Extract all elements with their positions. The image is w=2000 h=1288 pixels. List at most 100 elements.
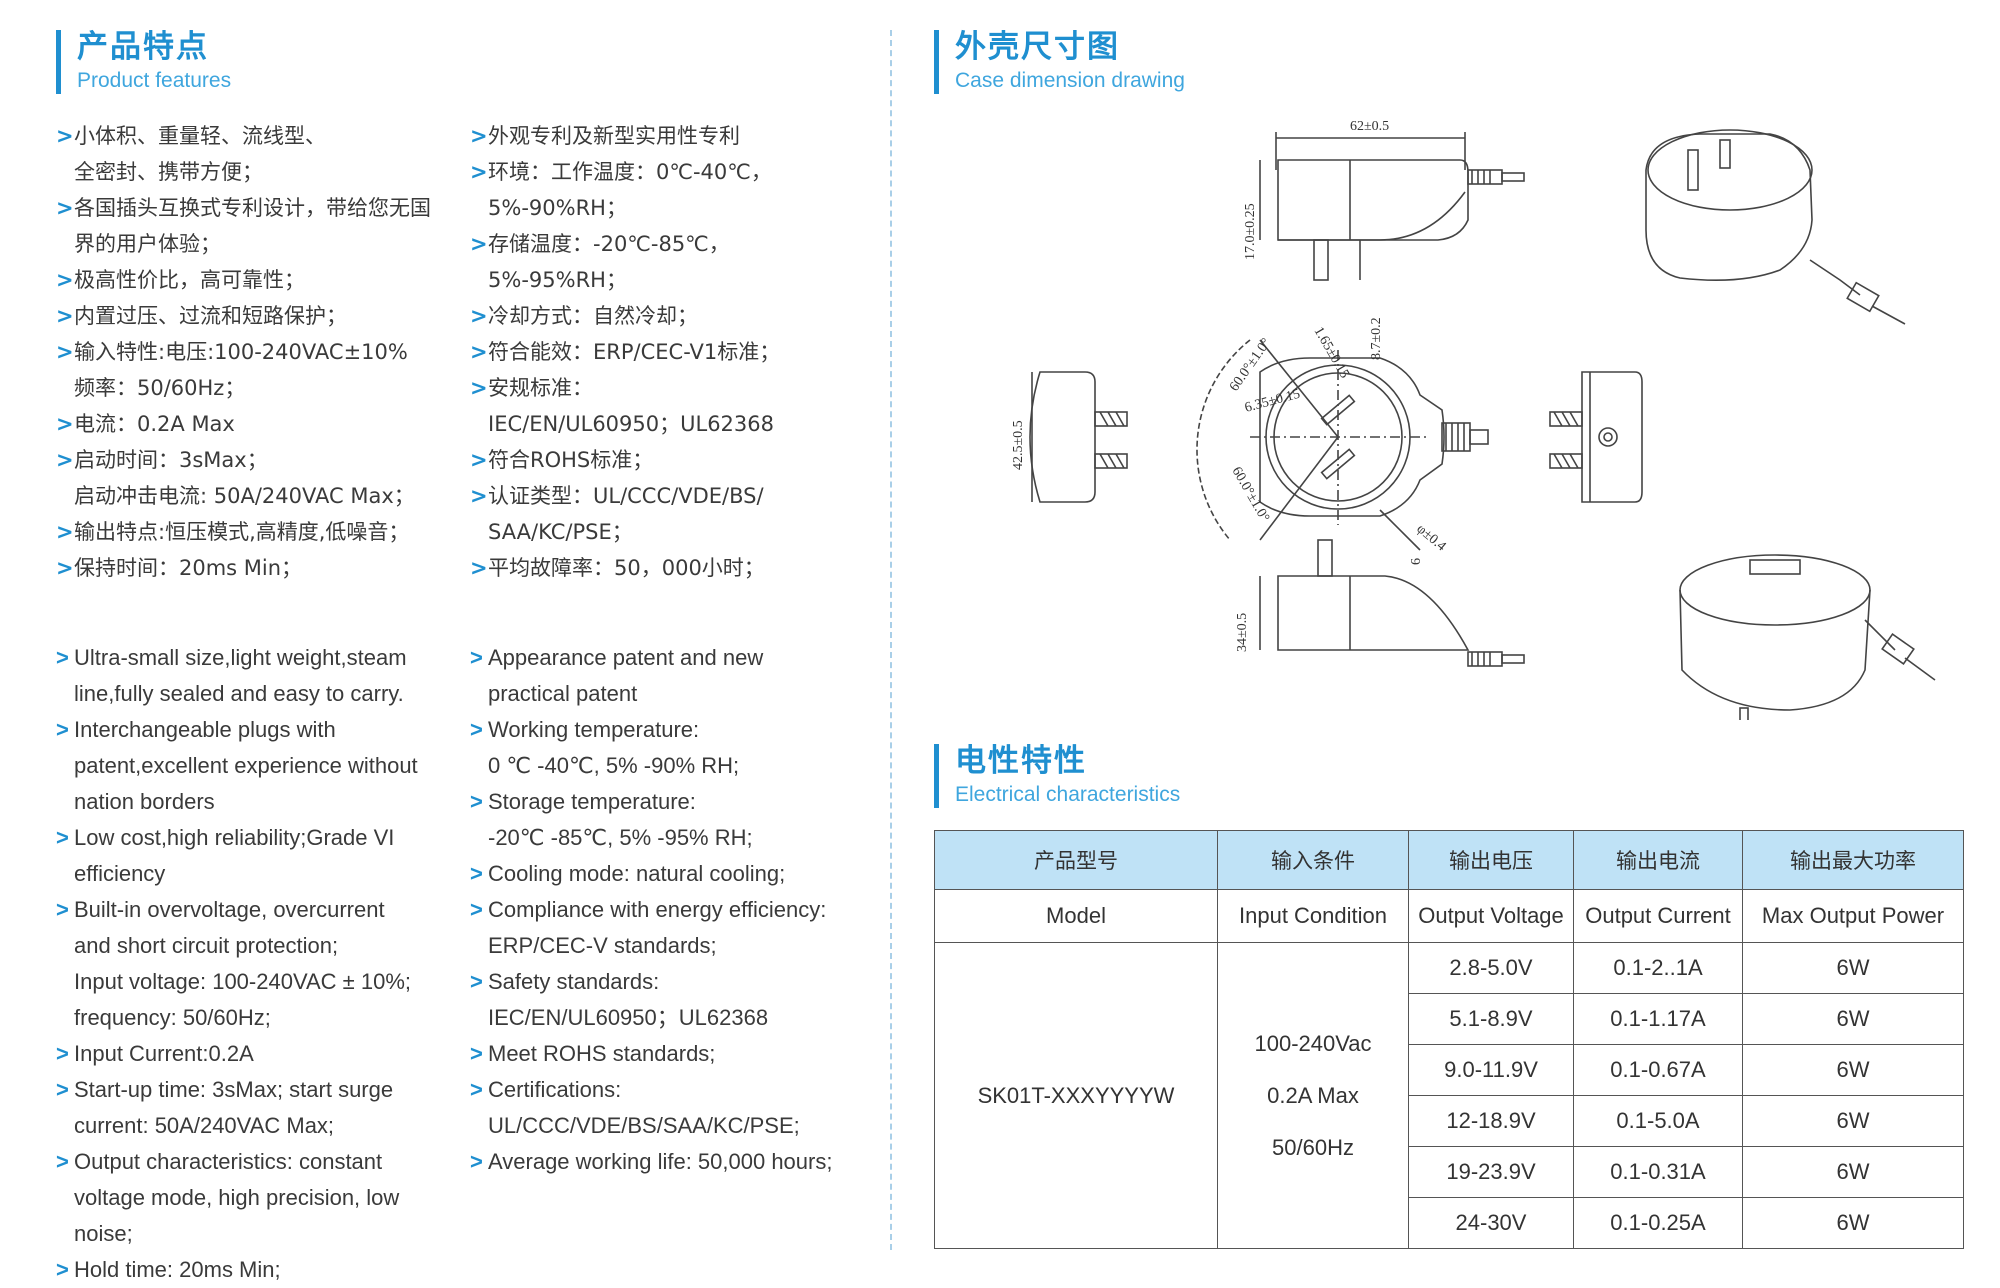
chevron-right-icon: > <box>56 645 69 670</box>
feature-line: 冷却方式：自然冷却； <box>488 304 698 328</box>
feature-line: 平均故障率：50，000小时； <box>488 556 765 580</box>
chevron-right-icon: > <box>56 1077 69 1102</box>
chevron-right-icon: > <box>56 448 74 472</box>
column-divider <box>890 30 892 1250</box>
input-voltage: 100-240Vac <box>1254 1030 1372 1056</box>
feature-line: 输入特性:电压:100-240VAC±10% <box>74 340 408 364</box>
chevron-right-icon: > <box>470 232 488 256</box>
feature-line: 符合ROHS标准； <box>488 448 654 472</box>
feature-item: >极高性价比，高可靠性； <box>56 262 476 298</box>
feature-line: and short circuit protection; <box>74 933 339 958</box>
chevron-right-icon: > <box>470 340 488 364</box>
product-features-heading: 产品特点 Product features <box>56 30 231 94</box>
chevron-right-icon: > <box>56 1149 69 1174</box>
feature-line: 极高性价比，高可靠性； <box>74 268 305 292</box>
electrical-spec-table: 产品型号 输入条件 输出电压 输出电流 输出最大功率 Model Input C… <box>934 830 1964 1249</box>
case-dimension-heading: 外壳尺寸图 Case dimension drawing <box>934 30 1185 94</box>
feature-line: practical patent <box>488 681 638 706</box>
feature-item: >符合能效：ERP/CEC-V1标准； <box>470 334 890 370</box>
feature-item: >认证类型：UL/CCC/VDE/BS/SAA/KC/PSE； <box>470 478 890 550</box>
chevron-right-icon: > <box>56 304 74 328</box>
chevron-right-icon: > <box>56 196 74 220</box>
feature-line: UL/CCC/VDE/BS/SAA/KC/PSE; <box>488 1113 800 1138</box>
feature-line: current: 50A/240VAC Max; <box>74 1113 335 1138</box>
voltage-cell: 5.1-8.9V <box>1408 993 1574 1045</box>
feature-line: efficiency <box>74 861 166 886</box>
input-current: 0.2A Max <box>1267 1082 1359 1108</box>
dim-width: 62±0.5 <box>1350 119 1389 134</box>
header-input-zh: 输入条件 <box>1217 830 1409 890</box>
feature-line: 全密封、携带方便； <box>74 160 263 184</box>
feature-line: 符合能效：ERP/CEC-V1标准； <box>488 340 781 364</box>
feature-item: >启动时间：3sMax； 启动冲击电流: 50A/240VAC Max； <box>56 442 476 514</box>
feature-item: >符合ROHS标准； <box>470 442 890 478</box>
feature-line: Compliance with energy efficiency: <box>488 897 827 922</box>
table-row: 9.0-11.9V 0.1-0.67A 6W <box>935 1044 1964 1096</box>
header-current-en: Output Current <box>1573 889 1743 943</box>
header-power-en: Max Output Power <box>1742 889 1964 943</box>
current-cell: 0.1-0.25A <box>1573 1197 1743 1249</box>
feature-line: 认证类型：UL/CCC/VDE/BS/ <box>488 484 764 508</box>
table-row: 24-30V 0.1-0.25A 6W <box>935 1197 1964 1249</box>
table-header-en: Model Input Condition Output Voltage Out… <box>934 889 1964 943</box>
front-view <box>1196 339 1489 551</box>
feature-line: 小体积、重量轻、流线型、 <box>74 124 326 148</box>
feature-item: >Safety standards:IEC/EN/UL60950；UL62368 <box>470 964 890 1036</box>
feature-item: >输出特点:恒压模式,高精度,低噪音； <box>56 514 476 550</box>
power-cell: 6W <box>1742 1146 1964 1198</box>
feature-line: -20℃ -85℃, 5% -95% RH; <box>488 825 753 850</box>
header-voltage-en: Output Voltage <box>1408 889 1574 943</box>
feature-line: 5%-90%RH； <box>488 196 627 220</box>
isometric-view-bottom <box>1679 554 1936 720</box>
feature-line: 安规标准： <box>488 376 593 400</box>
feature-item: >小体积、重量轻、流线型、全密封、携带方便； <box>56 118 476 190</box>
feature-item: >Meet ROHS standards; <box>470 1036 890 1072</box>
isometric-view-top <box>1645 129 1906 325</box>
chevron-right-icon: > <box>470 376 488 400</box>
input-frequency: 50/60Hz <box>1272 1134 1354 1160</box>
model-cell: SK01T-XXXYYYYW <box>934 942 1218 1249</box>
feature-line: Hold time: 20ms Min; <box>74 1257 281 1282</box>
bottom-view <box>1259 539 1525 667</box>
power-cell: 6W <box>1742 1044 1964 1096</box>
chevron-right-icon: > <box>470 645 483 670</box>
features-zh-column-2: >外观专利及新型实用性专利>环境：工作温度：0℃-40℃，5%-90%RH；>存… <box>470 118 890 586</box>
current-cell: 0.1-1.17A <box>1573 993 1743 1045</box>
product-features-title-en: Product features <box>77 69 232 92</box>
chevron-right-icon: > <box>470 124 488 148</box>
feature-line: Built-in overvoltage, overcurrent <box>74 897 385 922</box>
power-cell: 6W <box>1742 1095 1964 1147</box>
table-header-zh: 产品型号 输入条件 输出电压 输出电流 输出最大功率 <box>934 830 1964 890</box>
chevron-right-icon: > <box>470 969 483 994</box>
feature-item: >Cooling mode: natural cooling; <box>470 856 890 892</box>
dim-bottom: 34±0.5 <box>1235 613 1250 652</box>
feature-line: Average working life: 50,000 hours; <box>488 1149 833 1174</box>
feature-line: 内置过压、过流和短路保护； <box>74 304 347 328</box>
feature-line: 输出特点:恒压模式,高精度,低噪音； <box>74 520 410 544</box>
feature-item: >Input Current:0.2A <box>56 1036 476 1072</box>
header-power-zh: 输出最大功率 <box>1742 830 1964 890</box>
feature-line: Certifications: <box>488 1077 622 1102</box>
chevron-right-icon: > <box>56 520 74 544</box>
feature-line: 启动时间：3sMax； <box>74 448 268 472</box>
dim-angle-bottom: 60.0°±1.0° <box>1229 465 1272 525</box>
feature-line: 启动冲击电流: 50A/240VAC Max； <box>74 484 415 508</box>
feature-line: Start-up time: 3sMax; start surge <box>74 1077 394 1102</box>
chevron-right-icon: > <box>470 789 483 814</box>
product-features-title-zh: 产品特点 <box>77 29 209 65</box>
feature-item: >冷却方式：自然冷却； <box>470 298 890 334</box>
feature-line: Meet ROHS standards; <box>488 1041 716 1066</box>
feature-item: >Average working life: 50,000 hours; <box>470 1144 890 1180</box>
feature-line: 保持时间：20ms Min； <box>74 556 303 580</box>
feature-item: >外观专利及新型实用性专利 <box>470 118 890 154</box>
feature-item: >Start-up time: 3sMax; start surge curren… <box>56 1072 476 1144</box>
feature-item: >Certifications:UL/CCC/VDE/BS/SAA/KC/PSE… <box>470 1072 890 1144</box>
case-dimension-title-zh: 外壳尺寸图 <box>955 29 1120 65</box>
chevron-right-icon: > <box>470 861 483 886</box>
header-model-en: Model <box>934 889 1218 943</box>
